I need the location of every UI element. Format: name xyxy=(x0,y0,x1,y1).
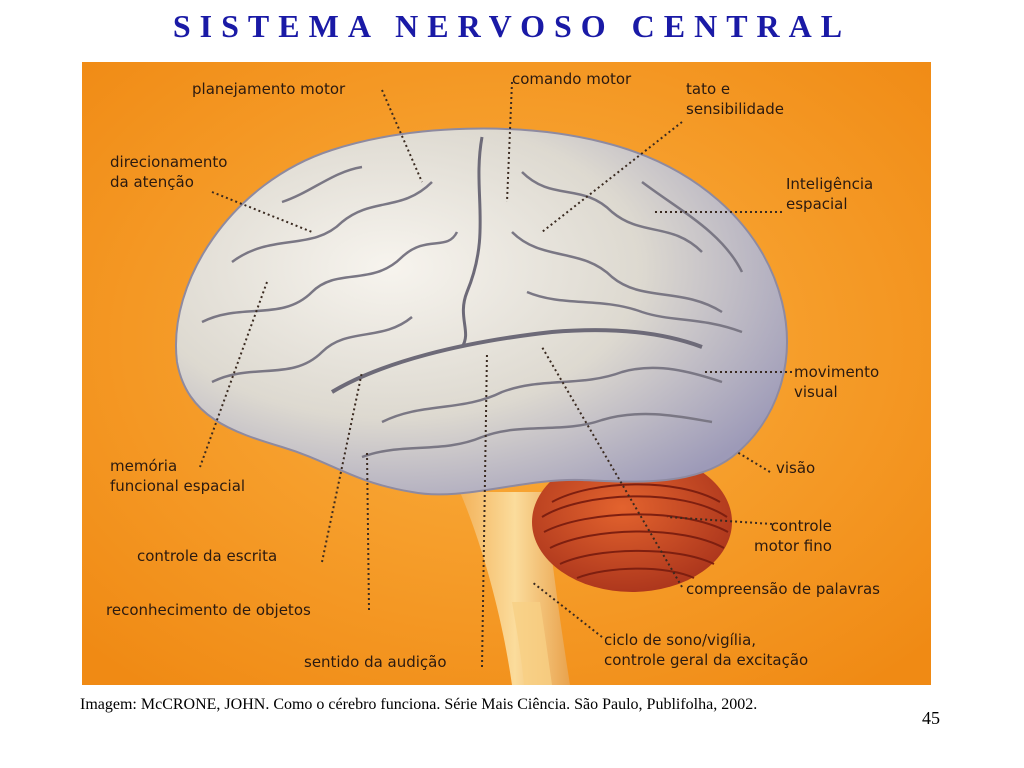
label-memoria-funcional: memória funcional espacial xyxy=(110,456,245,496)
label-tato-line2: sensibilidade xyxy=(686,100,785,118)
label-controle-fino-line2: motor fino xyxy=(754,537,832,555)
label-visao: visão xyxy=(776,459,816,477)
leader-lines xyxy=(199,81,792,668)
cerebellum xyxy=(532,452,732,592)
label-ciclo-line1: ciclo de sono/vigília, xyxy=(604,631,757,649)
label-direcionamento-line1: direcionamento xyxy=(110,153,228,171)
label-inteligencia-line1: Inteligência xyxy=(786,175,874,193)
label-planejamento-motor: planejamento motor xyxy=(192,80,346,98)
label-reconhecimento-objetos: reconhecimento de objetos xyxy=(106,601,311,619)
label-inteligencia-line2: espacial xyxy=(786,195,848,213)
label-inteligencia-espacial: Inteligência espacial xyxy=(786,174,873,214)
cerebrum xyxy=(175,127,788,496)
label-direcionamento-line2: da atenção xyxy=(110,173,194,191)
label-controle-escrita: controle da escrita xyxy=(137,547,278,565)
label-comando-motor: comando motor xyxy=(512,70,632,88)
spinal-cord xyxy=(512,602,552,685)
label-sentido-audicao: sentido da audição xyxy=(304,653,447,671)
image-credit-caption: Imagem: McCRONE, JOHN. Como o cérebro fu… xyxy=(80,696,758,713)
label-controle-motor-fino: controle motor fino xyxy=(754,516,832,556)
label-ciclo-sono: ciclo de sono/vigília, controle geral da… xyxy=(604,630,808,670)
label-movimento-visual: movimento visual xyxy=(794,362,879,402)
label-movimento-line2: visual xyxy=(794,383,838,401)
slide-title: SISTEMA NERVOSO CENTRAL xyxy=(172,8,852,44)
label-controle-fino-line1: controle xyxy=(770,517,832,535)
label-direcionamento-atencao: direcionamento da atenção xyxy=(110,152,227,192)
brain-illustration xyxy=(82,62,931,685)
brain-diagram: planejamento motor comando motor tato e … xyxy=(82,62,931,685)
label-movimento-line1: movimento xyxy=(794,363,880,381)
label-memoria-line1: memória xyxy=(110,457,178,475)
label-compreensao-palavras: compreensão de palavras xyxy=(686,580,880,598)
page-number: 45 xyxy=(922,708,940,728)
label-memoria-line2: funcional espacial xyxy=(110,477,246,495)
label-tato-line1: tato e xyxy=(686,80,731,98)
label-ciclo-line2: controle geral da excitação xyxy=(604,651,809,669)
label-tato-sensibilidade: tato e sensibilidade xyxy=(686,79,784,119)
